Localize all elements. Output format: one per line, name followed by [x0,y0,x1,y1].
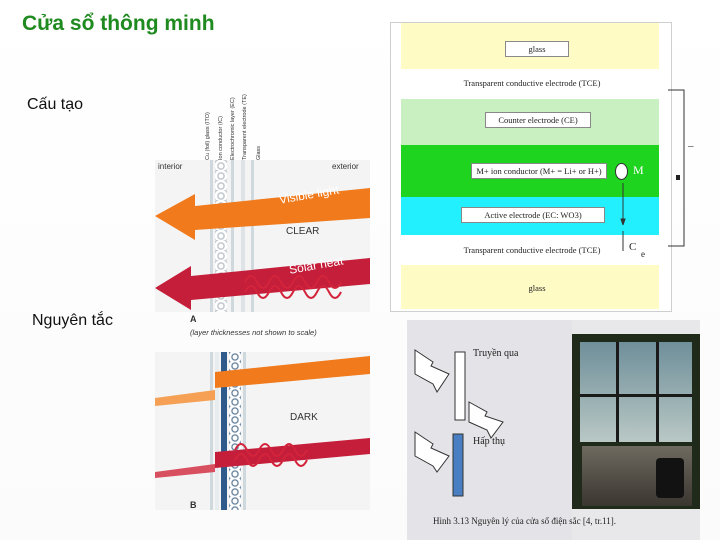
ce-label: Counter electrode (CE) [485,112,591,128]
transmit-label: Truyền qua [473,348,519,359]
ce-layer: Counter electrode (CE) [401,99,659,146]
principle-photo: Truyền qua Hấp thụ Hình 3.13 Nguyên lý c… [407,320,700,540]
tce-bottom-layer: Transparent conductive electrode (TCE) C… [401,235,659,266]
c-label: C [629,241,637,253]
layer-label-a2: Ion conductor (IC) [218,115,224,160]
layer-label-a4: Transparent electrode (TE) [242,94,248,160]
glass-bottom-layer: glass [401,265,659,309]
sketch-diagram [407,320,572,540]
layer-label-a1: Cu (foil) glass (ITO) [205,112,211,160]
diagram-a-letter: A [190,314,197,324]
interior-label: interior [158,162,183,171]
active-electrode-layer: Active electrode (EC: WO3) [401,197,659,236]
ion-circle-icon [615,163,628,180]
glass-bottom-label: glass [528,283,546,293]
glass-top-layer: glass [401,23,659,70]
light-arrows-a [155,188,370,310]
exterior-label: exterior [332,162,359,171]
structure-label: Cấu tạo [27,96,84,113]
e-label: e [641,249,645,259]
tce-top-label: Transparent conductive electrode (TCE) [461,76,603,90]
active-electrode-label: Active electrode (EC: WO3) [461,207,605,223]
glass-top-label: glass [505,41,569,57]
light-arrows-b [155,356,370,478]
figure-caption: Hình 3.13 Nguyên lý của cửa sổ điện sắc … [433,516,617,526]
page-title: Cửa sổ thông minh [22,12,215,35]
layer-label-a3: Electrochromic layer (EC) [230,97,236,160]
circuit-wire [620,183,626,251]
ion-conductor-label: M+ ion conductor (M+ = Li+ or H+) [471,163,607,179]
absorb-label: Hấp thụ [473,436,505,447]
diagram-b-letter: B [190,500,197,510]
window-photo [572,334,700,509]
dark-label: DARK [290,412,318,423]
scale-note: (layer thicknesses not shown to scale) [190,328,317,337]
external-circuit [668,89,685,247]
clear-label: CLEAR [286,226,320,237]
tce-bottom-label: Transparent conductive electrode (TCE) [461,243,603,257]
layer-label-a5: Glass [256,145,262,160]
layer-stack-diagram: glass Transparent conductive electrode (… [390,22,672,312]
minus-sign: – [688,140,694,152]
m-label: M [633,163,644,177]
principle-label: Nguyên tắc [32,312,113,329]
